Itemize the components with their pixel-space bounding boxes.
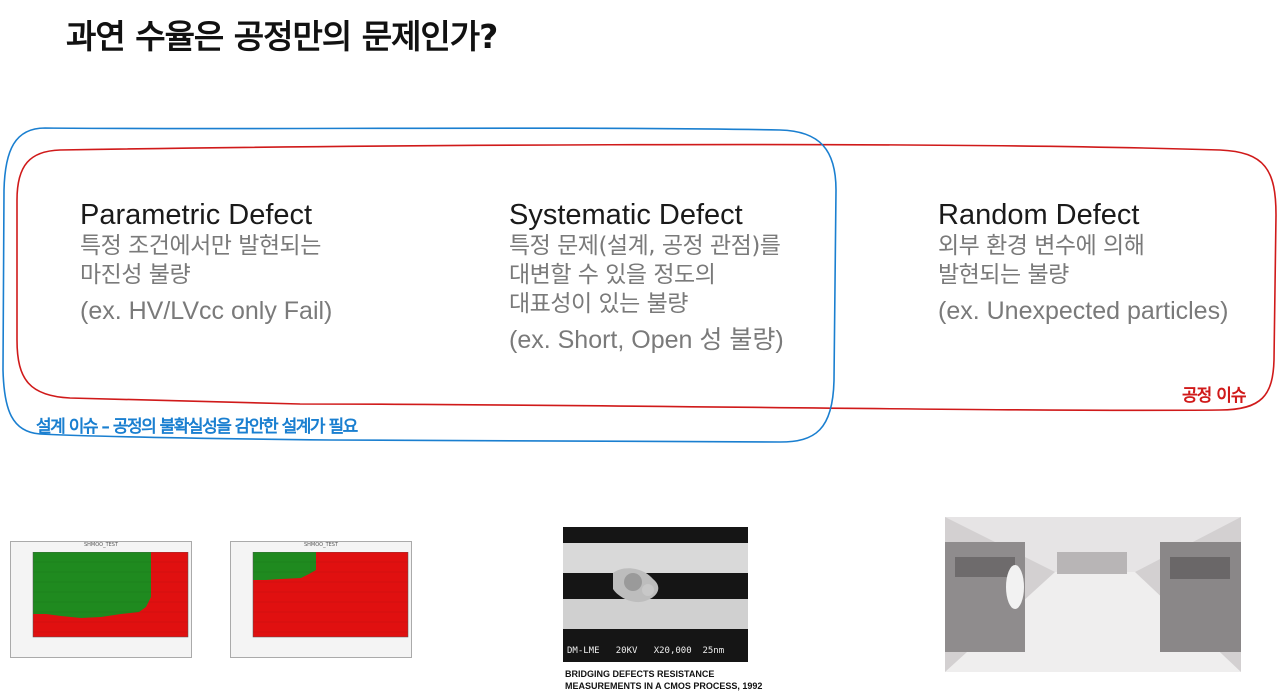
process-issue-loop xyxy=(16,143,1277,412)
random-defect-column: Random Defect 외부 환경 변수에 의해 발현되는 불량 (ex. … xyxy=(938,198,1228,326)
column-example: (ex. HV/LVcc only Fail) xyxy=(80,297,333,325)
sem-micrograph xyxy=(563,527,748,662)
sem-caption: BRIDGING DEFECTS RESISTANCE MEASUREMENTS… xyxy=(565,669,763,691)
column-heading: Parametric Defect xyxy=(80,199,313,231)
cleanroom-photo xyxy=(945,517,1241,672)
design-issue-label: 설계 이슈 – 공정의 불확실성을 감안한 설계가 필요 xyxy=(36,417,358,437)
slide-title: 과연 수율은 공정만의 문제인가? xyxy=(66,17,498,56)
column-heading: Systematic Defect xyxy=(509,199,743,231)
shmoo-header: SHMOO_TEST xyxy=(303,542,339,548)
process-issue-label: 공정 이슈 xyxy=(1182,386,1246,406)
cleanroom-scene xyxy=(945,517,1241,672)
sem-bridging-defect-image: DM-LME 20KV X20,000 25nm xyxy=(563,527,748,662)
shmoo-grid-image xyxy=(252,551,409,638)
parametric-defect-column: Parametric Defect 특정 조건에서만 발현되는 마진성 불량 (… xyxy=(80,198,332,326)
design-issue-loop xyxy=(2,127,837,443)
sem-overlay-text: DM-LME 20KV X20,000 25nm xyxy=(567,646,725,656)
shmoo-plot-left: SHMOO_TEST xyxy=(10,541,192,658)
column-description: 특정 문제(설계, 공정 관점)를 대변할 수 있을 정도의 대표성이 있는 불… xyxy=(509,233,781,317)
column-heading: Random Defect xyxy=(938,199,1140,231)
shmoo-plot-right: SHMOO_TEST xyxy=(230,541,412,658)
column-example: (ex. Unexpected particles) xyxy=(938,297,1229,325)
column-example: (ex. Short, Open 성 불량) xyxy=(509,326,784,354)
shmoo-grid-image xyxy=(32,551,189,638)
column-description: 특정 조건에서만 발현되는 마진성 불량 xyxy=(80,233,321,288)
column-description: 외부 환경 변수에 의해 발현되는 불량 xyxy=(938,233,1145,288)
systematic-defect-column: Systematic Defect 특정 문제(설계, 공정 관점)를 대변할 … xyxy=(509,198,784,355)
shmoo-header: SHMOO_TEST xyxy=(83,542,119,548)
